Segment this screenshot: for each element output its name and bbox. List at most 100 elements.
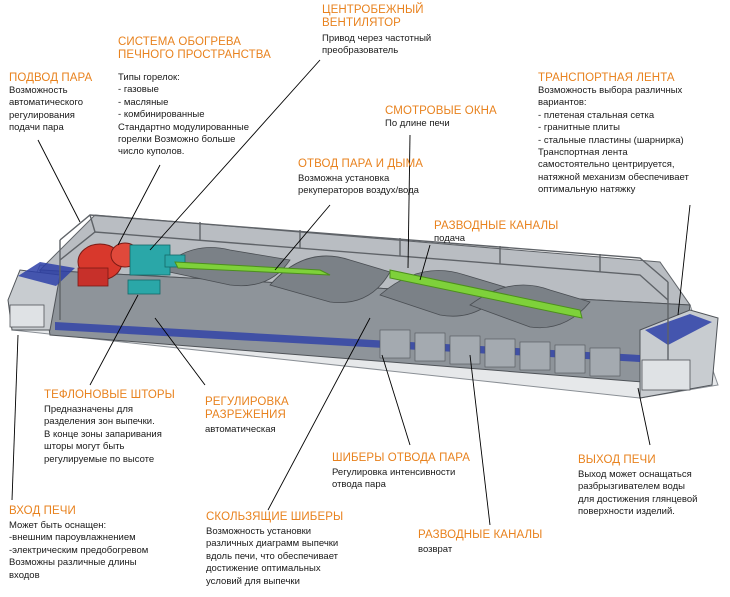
conveyor-belt-line: вариантов: <box>538 97 587 109</box>
oven-entry-title: ВХОД ПЕЧИ <box>9 505 76 517</box>
oven-entry-panels <box>9 304 45 328</box>
steam-pipe <box>174 261 583 319</box>
distribution-return-line: возврат <box>418 544 453 555</box>
leader-viewing-windows <box>407 134 411 269</box>
sliding-dampers-line: вдоль печи, что обеспечивает <box>206 550 339 562</box>
leader-steam-supply <box>37 139 81 223</box>
leader-heating-system <box>117 164 161 246</box>
steam-smoke-line: рекуператоров воздух/вода <box>298 185 419 197</box>
steam-dampers-title: ШИБЕРЫ ОТВОДА ПАРА <box>332 452 470 464</box>
callout-steam-dampers: ШИБЕРЫ ОТВОДА ПАРА Регулировка интенсивн… <box>332 452 492 492</box>
teflon-curtains-title: ТЕФЛОНОВЫЕ ШТОРЫ <box>44 389 175 401</box>
sliding-dampers-line: различных диаграмм выпечки <box>206 538 339 550</box>
callout-teflon-curtains: ТЕФЛОНОВЫЕ ШТОРЫ Предназначены для разде… <box>44 389 194 466</box>
leader-steam-dampers <box>381 354 411 446</box>
sliding-dampers-title: СКОЛЬЗЯЩИЕ ШИБЕРЫ <box>206 511 344 523</box>
leader-oven-exit <box>637 387 651 446</box>
steam-smoke-line: Возможна установка <box>298 173 390 184</box>
sliding-dampers-line: достижение оптимальных <box>206 563 321 575</box>
callout-heating-system: СИСТЕМА ОБОГРЕВА ПЕЧНОГО ПРОСТРАНСТВА Ти… <box>118 36 293 159</box>
leader-sliding <box>267 317 371 511</box>
leader-vacuum <box>154 317 206 386</box>
teflon-curtains-line: шторы могут быть <box>44 441 125 453</box>
leader-steam-smoke <box>274 204 331 271</box>
heating-system-line: Стандартно модулированные <box>118 121 249 133</box>
overhead-frame <box>59 214 669 360</box>
leader-distribution-return <box>469 354 491 526</box>
steam-dampers-line: Регулировка интенсивности <box>332 467 456 478</box>
distribution-return-title: РАЗВОДНЫЕ КАНАЛЫ <box>418 529 543 541</box>
callout-oven-entry: ВХОД ПЕЧИ Может быть оснащен: -внешним п… <box>9 505 184 582</box>
belt-variant-item: стальные пластины (шарнирка) <box>538 135 723 147</box>
heating-system-intro: Типы горелок: <box>118 72 180 83</box>
oven-entry-line: -электрическим предобогревом <box>9 544 149 556</box>
oven-entry-line: -внешним пароувлажнением <box>9 532 136 544</box>
distribution-supply-title: РАЗВОДНЫЕ КАНАЛЫ <box>434 220 559 232</box>
heating-system-line: число куполов. <box>118 146 185 158</box>
leader-distribution-supply <box>419 244 431 281</box>
centrifugal-fan-line: Привод через частотный <box>322 33 432 44</box>
vacuum-control-line: автоматическая <box>205 424 276 435</box>
centrifugal-fan-title: ЦЕНТРОБЕЖНЫЙ <box>322 4 424 16</box>
callout-viewing-windows: СМОТРОВЫЕ ОКНА По длине печи <box>385 105 505 130</box>
burner-type-item: комбинированные <box>118 109 293 121</box>
conveyor-belt-line: оптимальную натяжку <box>538 184 636 196</box>
teflon-curtains-line: В конце зоны запаривания <box>44 428 162 440</box>
leader-oven-entry <box>11 334 19 501</box>
callout-distribution-supply: РАЗВОДНЫЕ КАНАЛЫ подача <box>434 220 574 245</box>
vacuum-control-title: РЕГУЛИРОВКА <box>205 396 289 408</box>
steam-dampers-line: отвода пара <box>332 479 386 491</box>
callout-oven-exit: ВЫХОД ПЕЧИ Выход может оснащаться разбры… <box>578 454 726 519</box>
leader-teflon <box>89 294 139 386</box>
front-panels <box>379 329 621 377</box>
callout-conveyor-belt: ТРАНСПОРТНАЯ ЛЕНТА Возможность выбора ра… <box>538 72 723 197</box>
callout-distribution-return: РАЗВОДНЫЕ КАНАЛЫ возврат <box>418 529 558 556</box>
centrifugal-fan-line: преобразователь <box>322 45 399 57</box>
conveyor-belt-line: Возможность выбора различных <box>538 85 683 96</box>
callout-sliding-dampers: СКОЛЬЗЯЩИЕ ШИБЕРЫ Возможность установки … <box>206 511 381 588</box>
teflon-curtains-line: регулируемые по высоте <box>44 453 155 465</box>
heating-system-title: ПЕЧНОГО ПРОСТРАНСТВА <box>118 49 271 61</box>
conveyor-belt-line: Транспортная лента <box>538 147 628 159</box>
steam-supply-line: регулирования <box>9 109 75 121</box>
viewing-windows-title: СМОТРОВЫЕ ОКНА <box>385 105 497 117</box>
leader-lines <box>11 59 691 526</box>
oven-exit-line: поверхности изделий. <box>578 506 675 518</box>
callout-steam-smoke-exhaust: ОТВОД ПАРА И ДЫМА Возможна установка рек… <box>298 158 458 198</box>
steam-supply-line: Возможность <box>9 85 68 96</box>
belt-variant-item: гранитные плиты <box>538 122 723 134</box>
conveyor-entry-blue <box>18 262 75 286</box>
belt-variant-item: плетеная стальная сетка <box>538 110 723 122</box>
steam-supply-title: ПОДВОД ПАРА <box>9 72 93 84</box>
distribution-supply-line: подача <box>434 233 466 244</box>
oven-exit-panels <box>641 359 691 391</box>
oven-entry-line: Может быть оснащен: <box>9 520 107 531</box>
conveyor-belt-title: ТРАНСПОРТНАЯ ЛЕНТА <box>538 72 675 84</box>
conveyor-belt-line: самостоятельно центрируется, <box>538 159 675 171</box>
sliding-dampers-line: Возможность установки <box>206 526 312 537</box>
burner-type-item: газовые <box>118 84 293 96</box>
sliding-dampers-line: условий для выпечки <box>206 575 300 587</box>
conveyor-exit-blue <box>645 314 712 345</box>
burner-type-item: масляные <box>118 97 293 109</box>
oven-exit-line: для достижения глянцевой <box>578 493 698 505</box>
callout-vacuum-control: РЕГУЛИРОВКА РАЗРЕЖЕНИЯ автоматическая <box>205 396 325 436</box>
callout-centrifugal-fan: ЦЕНТРОБЕЖНЫЙ ВЕНТИЛЯТОР Привод через час… <box>322 4 472 58</box>
oven-exit-line: Выход может оснащаться <box>578 469 692 480</box>
conveyor-belt-line: натяжной механизм обеспечивает <box>538 171 689 183</box>
oven-exit-title: ВЫХОД ПЕЧИ <box>578 454 656 466</box>
steam-supply-line: автоматического <box>9 97 83 109</box>
heating-system-title: СИСТЕМА ОБОГРЕВА <box>118 36 242 48</box>
viewing-windows-line: По длине печи <box>385 118 450 129</box>
heating-system-line: горелки Возможно больше <box>118 134 236 146</box>
callout-steam-supply: ПОДВОД ПАРА Возможность автоматического … <box>9 72 129 135</box>
centrifugal-fan-title: ВЕНТИЛЯТОР <box>322 17 401 29</box>
vacuum-control-title: РАЗРЕЖЕНИЯ <box>205 409 286 421</box>
leader-conveyor <box>677 204 691 316</box>
oven-exit-line: разбрызгивателем воды <box>578 481 686 493</box>
oven-entry-line: входов <box>9 569 40 581</box>
oven-icon <box>7 214 719 399</box>
steam-supply-line: подачи пара <box>9 122 64 134</box>
